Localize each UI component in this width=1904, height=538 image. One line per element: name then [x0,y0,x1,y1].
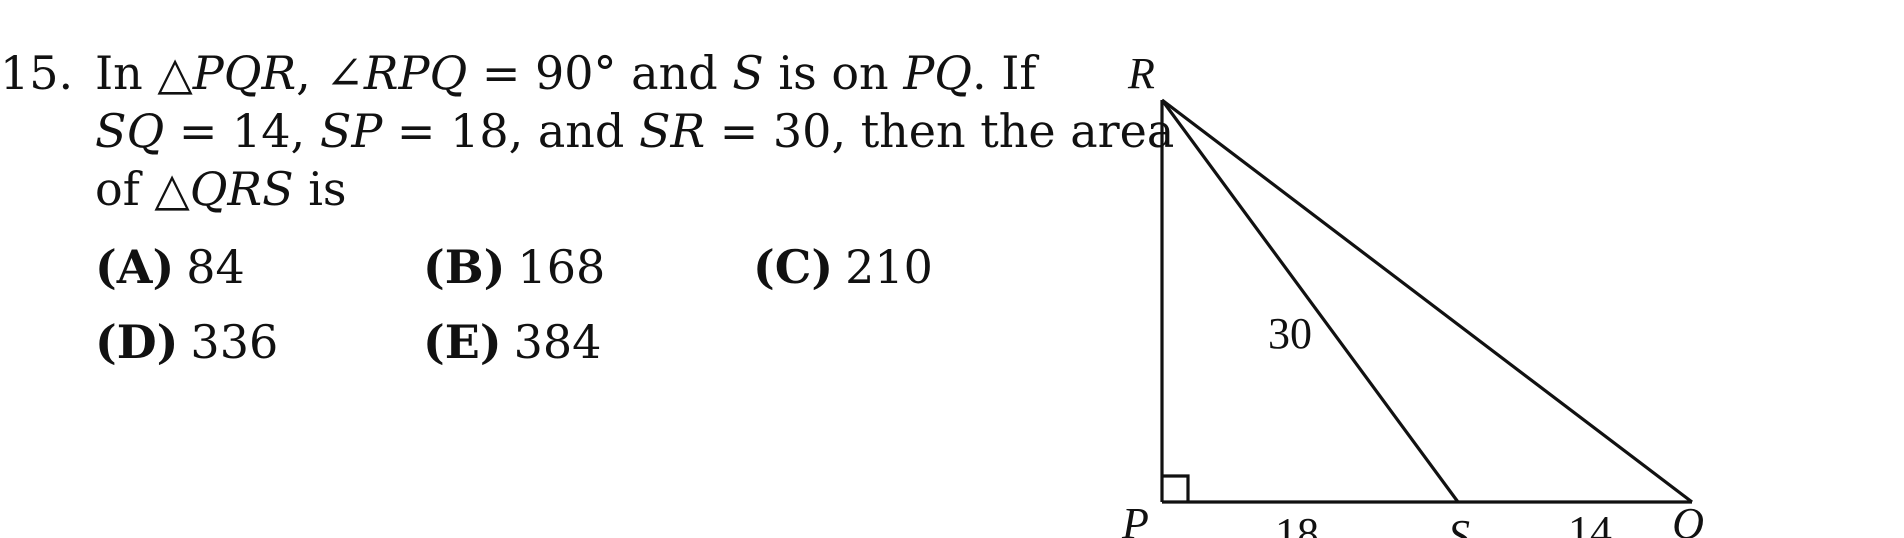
segment-rs [1160,99,1460,503]
label-length-sr: 30 [1268,309,1312,358]
text-fragment: = 18, and [382,104,639,158]
label-r: R [1127,49,1155,98]
choice-e[interactable]: (E)384 [423,315,601,369]
question-text: In △PQR, ∠RPQ = 90° and S is on PQ. If S… [95,44,1174,218]
choice-c[interactable]: (C)210 [753,240,933,294]
text-fragment: is on [763,46,904,100]
segment-rq [1161,98,1693,504]
text-fragment: = 30, then the area [705,104,1175,158]
question-line-3: of △QRS is [95,160,1055,218]
choice-d[interactable]: (D)336 [95,315,278,369]
choice-letter: (B) [423,240,506,294]
label-p: P [1121,499,1149,538]
text-fragment: of △ [95,162,190,216]
text-fragment: is [293,162,347,216]
choice-letter: (E) [423,315,502,369]
math-segment-sp: SP [319,104,383,158]
math-point-s: S [732,46,764,100]
choice-letter: (C) [753,240,834,294]
question-number: 15. [0,46,74,100]
triangle-figure: R P S Q 30 18 14 [1121,49,1704,538]
text-fragment: = 90° and [467,46,733,100]
math-angle-name: RPQ [363,46,468,100]
text-fragment: In △ [95,46,193,100]
choice-letter: (A) [95,240,175,294]
choice-b[interactable]: (B)168 [423,240,605,294]
right-angle-marker [1162,474,1190,502]
math-segment-pq: PQ [903,46,972,100]
choice-value: 168 [517,240,606,294]
question-line-2: SQ = 14, SP = 18, and SR = 30, then the … [95,102,1174,160]
label-s: S [1448,511,1470,538]
math-segment-sr: SR [638,104,706,158]
math-triangle-name: PQR [192,46,297,100]
text-fragment: , ∠ [296,46,364,100]
choice-a[interactable]: (A)84 [95,240,245,294]
label-length-ps: 18 [1275,509,1319,538]
choice-value: 210 [845,240,933,294]
choice-value: 84 [186,240,245,294]
question-line-1: In △PQR, ∠RPQ = 90° and S is on PQ. If [95,44,1055,102]
math-triangle-qrs: QRS [189,162,294,216]
text-fragment: . If [971,46,1037,100]
text-fragment: = 14, [164,104,320,158]
choice-value: 336 [190,315,279,369]
choice-letter: (D) [95,315,179,369]
answer-choices: (A)84 (B)168 (C)210 (D)336 (E)384 [95,240,995,410]
choice-value: 384 [513,315,602,369]
math-segment-sq: SQ [95,104,165,158]
label-length-sq: 14 [1568,507,1612,538]
label-q: Q [1672,499,1704,538]
